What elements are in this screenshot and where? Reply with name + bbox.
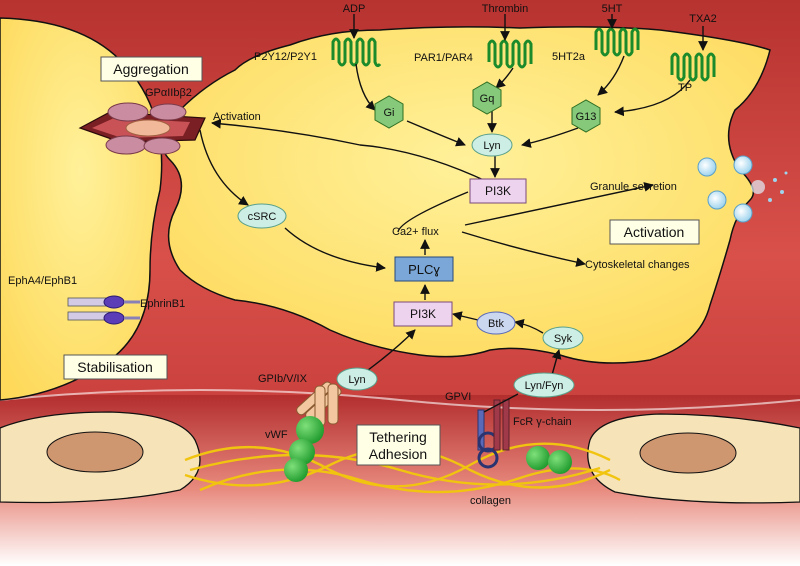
vwf-molecule-icon (284, 416, 324, 482)
aggregation-title: Aggregation (113, 61, 189, 77)
gpiib-label: GPαIIbβ2 (145, 87, 192, 99)
node-pi3k-top: PI3K (469, 178, 527, 204)
signaling-arrows (199, 14, 708, 413)
node-plc: PLCɣ (394, 256, 454, 282)
par-receptor-icon (487, 39, 533, 69)
ephrin-label: EphrinB1 (140, 298, 185, 310)
node-syk: Syk (542, 326, 584, 350)
ca-flux-label: Ca2+ flux (392, 226, 439, 238)
lyn-bottom-label: Lyn (348, 374, 365, 386)
granule-secretion-label: Granule secretion (590, 181, 677, 193)
node-lyn-fyn: Lyn/Fyn (513, 372, 575, 398)
tethering-box: Tethering Adhesion (356, 424, 441, 466)
tp-receptor-icon (670, 52, 716, 82)
g13-label: G13 (576, 111, 597, 123)
activation-title: Activation (624, 224, 685, 240)
gpib-complex-icon (296, 381, 342, 427)
collagen-ball-icon (526, 446, 572, 474)
par-label: PAR1/PAR4 (414, 52, 473, 64)
integrin-gpiib-icon (78, 102, 206, 155)
btk-label: Btk (488, 318, 504, 330)
node-pi3k-mid: PI3K (393, 301, 453, 327)
gprotein-g13: G13 (571, 99, 601, 133)
collagen-label: collagen (470, 495, 511, 507)
gpvi-fcr-icon (477, 399, 510, 469)
csrc-label: cSRC (248, 211, 277, 223)
vwf-label: vWF (265, 429, 288, 441)
adp-label: ADP (343, 3, 366, 15)
5ht-label: 5HT (602, 3, 623, 15)
endothelial-nucleus-left (46, 431, 144, 473)
syk-label: Syk (554, 333, 573, 345)
activation-arrow-label: Activation (213, 111, 261, 123)
gprotein-gq: Gq (472, 81, 502, 115)
endothelial-nucleus-right (639, 432, 737, 474)
gi-label: Gi (384, 107, 395, 119)
p2y-receptor-icon (331, 37, 382, 68)
5ht2a-receptor-icon (594, 27, 640, 57)
gpib-label: GPIb/V/IX (258, 373, 308, 385)
5ht2a-label: 5HT2a (552, 51, 586, 63)
adhesion-title: Adhesion (369, 446, 427, 462)
tethering-title: Tethering (369, 429, 427, 445)
eph-ephrin-icon (67, 295, 140, 325)
plc-label: PLCɣ (408, 262, 440, 277)
lyn-fyn-label: Lyn/Fyn (525, 380, 564, 392)
gprotein-gi: Gi (374, 95, 404, 129)
gq-label: Gq (480, 93, 495, 105)
p2y-label: P2Y12/P2Y1 (254, 51, 317, 63)
fcr-label: FcR γ-chain (513, 416, 572, 428)
pi3k-mid-label: PI3K (410, 307, 436, 321)
tp-label: TP (678, 82, 692, 94)
node-lyn-top: Lyn (471, 133, 513, 157)
activation-box: Activation (609, 219, 700, 245)
stabilisation-title: Stabilisation (77, 359, 153, 375)
gpvi-label: GPVI (445, 391, 471, 403)
node-csrc: cSRC (237, 203, 287, 229)
granules-icon (697, 155, 788, 223)
txa2-label: TXA2 (689, 13, 717, 25)
aggregation-box: Aggregation (100, 56, 203, 82)
pi3k-top-label: PI3K (485, 184, 511, 198)
cytoskeletal-label: Cytoskeletal changes (585, 259, 690, 271)
eph-label: EphA4/EphB1 (8, 275, 77, 287)
node-btk: Btk (476, 311, 516, 335)
node-lyn-bottom: Lyn (336, 367, 378, 391)
thrombin-label: Thrombin (482, 3, 528, 15)
lyn-top-label: Lyn (483, 140, 500, 152)
stabilisation-box: Stabilisation (63, 354, 168, 380)
